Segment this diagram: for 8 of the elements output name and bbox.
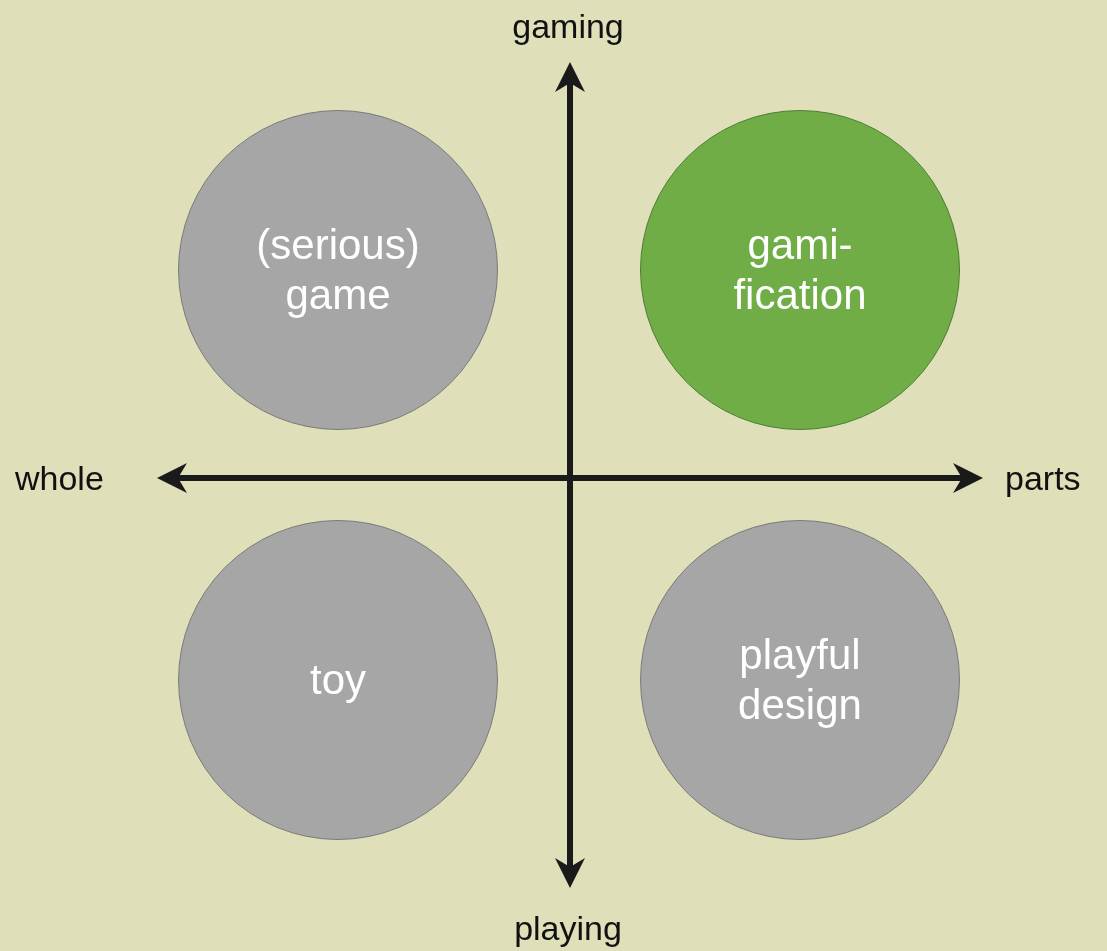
axis-label: gaming [512,6,624,46]
axis-label: whole [15,458,104,498]
axis-label: parts [1005,458,1081,498]
axis-label: playing [514,908,622,948]
circle-label: gami- fication [732,220,868,320]
circle-label: toy [309,655,367,705]
circle-label: playful design [737,630,863,730]
circle-label: (serious) game [255,220,421,320]
